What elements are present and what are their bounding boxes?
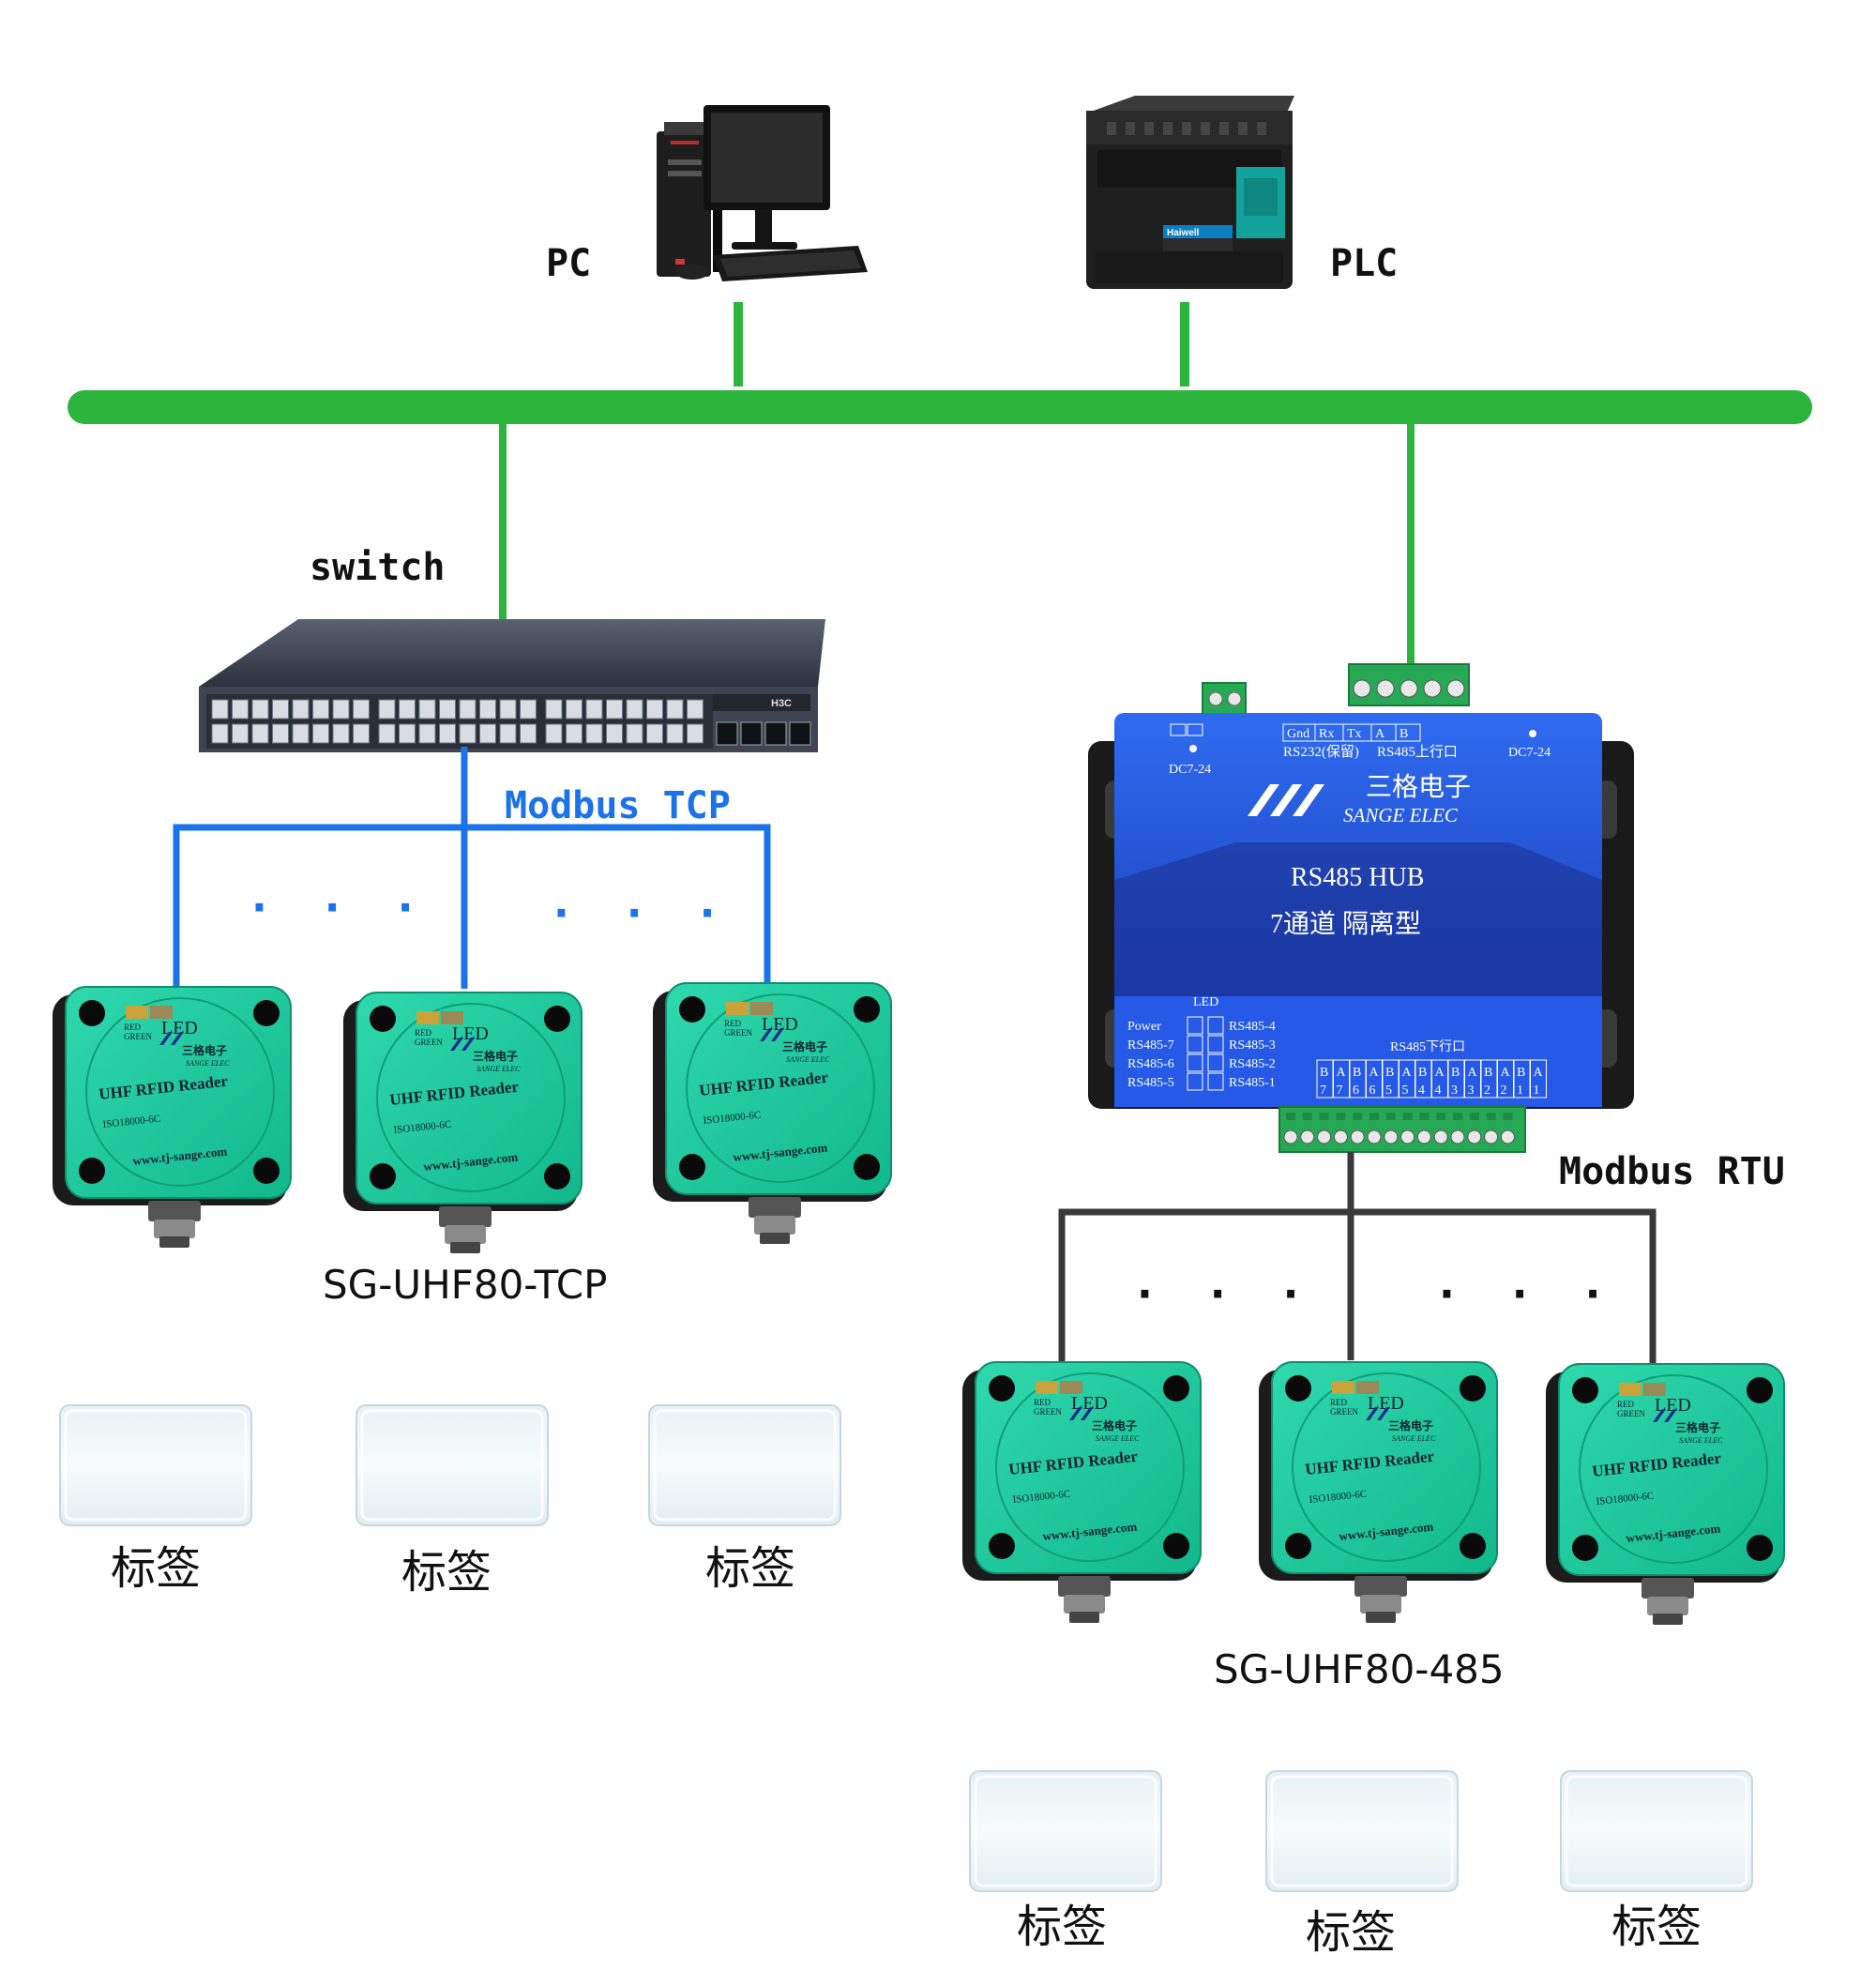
hub-pin-label: A [1468, 1066, 1478, 1080]
switch-icon: H3C [199, 619, 825, 752]
hub-pin-number: 6 [1353, 1084, 1359, 1098]
hub-pin-label: B [1320, 1066, 1328, 1080]
hub-pin-number: 4 [1418, 1084, 1425, 1098]
tcp-tag-label-3: 标签 [705, 1542, 795, 1595]
svg-text:7通道 隔离型: 7通道 隔离型 [1270, 909, 1421, 939]
hub-pin-number: 1 [1517, 1084, 1523, 1098]
led-label-right: RS485-4 [1229, 1020, 1276, 1034]
rtu-reader-2 [1258, 1361, 1498, 1624]
modbus-tcp-label: Modbus TCP [505, 784, 731, 827]
tcp-reader-2 [342, 992, 582, 1254]
ethernet-bus [68, 390, 1812, 424]
hub-pin-number: 5 [1402, 1084, 1409, 1098]
svg-text:H3C: H3C [771, 698, 792, 709]
hub-pin-number: 7 [1320, 1084, 1326, 1098]
hub-pin-number: 2 [1484, 1084, 1490, 1098]
plc-bus-link [1180, 302, 1189, 386]
pc-bus-link [734, 302, 743, 386]
hub-pin-number: 1 [1534, 1084, 1540, 1098]
svg-text:DC7-24: DC7-24 [1508, 746, 1551, 760]
led-label-left: RS485-7 [1127, 1038, 1174, 1053]
hub-pin-label: A [1435, 1066, 1445, 1080]
tcp-tag-card-2 [355, 1403, 550, 1527]
hub-terminal-label: Gnd [1287, 727, 1309, 741]
led-label-right: RS485-2 [1229, 1057, 1276, 1071]
svg-text:SANGE ELEC: SANGE ELEC [1343, 804, 1459, 826]
hub-pin-label: A [1369, 1066, 1380, 1080]
hub-pin-label: A [1337, 1066, 1347, 1080]
tcp-ellipsis-2: · · · [548, 887, 731, 940]
hub-pin-label: B [1517, 1066, 1525, 1080]
hub-bus-link [1407, 422, 1415, 666]
hub-pin-label: A [1534, 1066, 1544, 1080]
tcp-reader-3 [652, 982, 892, 1245]
svg-text:三格电子: 三格电子 [1366, 772, 1471, 802]
tcp-tag-label-1: 标签 [111, 1542, 201, 1595]
rtu-connections [1058, 1152, 1657, 1368]
hub-pin-number: 3 [1451, 1084, 1458, 1098]
svg-text:DC7-24: DC7-24 [1169, 763, 1211, 777]
hub-terminal-label: B [1399, 727, 1408, 741]
svg-text:Haiwell: Haiwell [1167, 228, 1200, 238]
led-label-left: Power [1127, 1020, 1161, 1034]
hub-terminal-label: Rx [1319, 727, 1334, 741]
rtu-tag-card-2 [1264, 1769, 1460, 1893]
rtu-model-label: SG-UHF80-485 [1214, 1646, 1505, 1692]
svg-text:RS232(保留): RS232(保留) [1283, 744, 1359, 760]
led-label-right: RS485-3 [1229, 1038, 1276, 1053]
rtu-tag-label-3: 标签 [1611, 1901, 1702, 1953]
hub-pin-label: B [1451, 1066, 1460, 1080]
led-label-right: RS485-1 [1229, 1076, 1276, 1090]
modbus-rtu-label: Modbus RTU [1559, 1150, 1785, 1193]
led-label-left: RS485-5 [1127, 1076, 1174, 1090]
tcp-reader-1 [52, 986, 292, 1249]
tcp-ellipsis-1: · · · [246, 882, 429, 934]
rtu-tag-card-1 [968, 1769, 1163, 1893]
svg-text:LED: LED [1193, 995, 1218, 1009]
rtu-reader-1 [961, 1361, 1202, 1624]
svg-text:RS485上行口: RS485上行口 [1377, 744, 1458, 760]
hub-pin-number: 6 [1369, 1084, 1376, 1098]
pc-icon [657, 105, 868, 281]
pc-label: PC [546, 242, 591, 285]
rtu-tag-label-2: 标签 [1306, 1906, 1396, 1959]
tcp-tag-card-3 [647, 1403, 842, 1527]
hub-pin-label: B [1418, 1066, 1427, 1080]
hub-pin-label: A [1402, 1066, 1413, 1080]
switch-bus-link [499, 422, 507, 619]
hub-pin-number: 2 [1501, 1084, 1507, 1098]
plc-label: PLC [1330, 242, 1398, 285]
rtu-ellipsis-1: · · · [1131, 1268, 1314, 1321]
svg-text:RS485 HUB: RS485 HUB [1291, 863, 1424, 892]
tcp-tag-card-1 [58, 1403, 253, 1527]
tcp-tag-label-2: 标签 [401, 1546, 492, 1599]
plc-icon: Haiwell [1086, 96, 1294, 289]
hub-pin-label: B [1484, 1066, 1492, 1080]
hub-pin-number: 3 [1468, 1084, 1475, 1098]
svg-text:RS485下行口: RS485下行口 [1390, 1039, 1465, 1054]
rtu-tag-label-1: 标签 [1017, 1901, 1107, 1953]
hub-pin-label: B [1385, 1066, 1394, 1080]
hub-terminal-label: A [1375, 727, 1385, 741]
rtu-reader-3 [1545, 1363, 1785, 1626]
hub-pin-label: B [1353, 1066, 1361, 1080]
hub-pin-number: 5 [1385, 1084, 1392, 1098]
tcp-connections [173, 747, 771, 989]
hub-pin-number: 7 [1337, 1084, 1343, 1098]
rtu-ellipsis-2: · · · [1433, 1268, 1616, 1321]
hub-pin-label: A [1501, 1066, 1511, 1080]
hub-terminal-label: Tx [1347, 727, 1362, 741]
led-label-left: RS485-6 [1127, 1057, 1174, 1071]
rtu-tag-card-3 [1559, 1769, 1754, 1893]
hub-pin-number: 4 [1435, 1084, 1442, 1098]
tcp-model-label: SG-UHF80-TCP [323, 1262, 607, 1308]
switch-label: switch [310, 546, 446, 589]
